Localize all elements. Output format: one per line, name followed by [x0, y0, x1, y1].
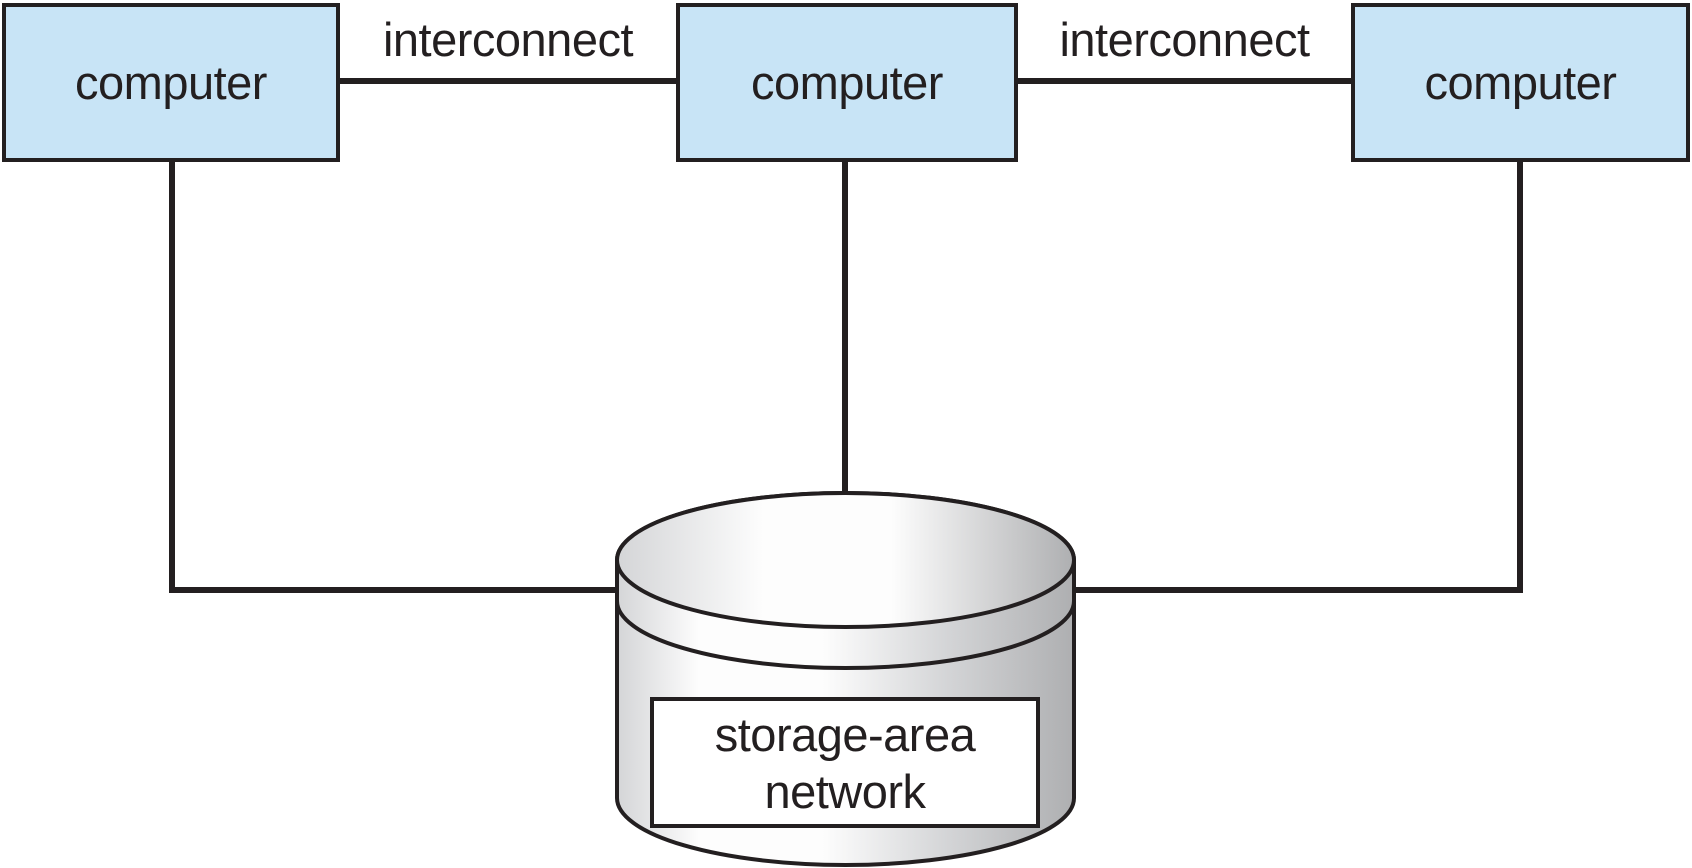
computer-node-3: computer — [1351, 3, 1690, 162]
cylinder-rim-arc — [615, 600, 1076, 670]
storage-link-middle-vertical — [842, 162, 848, 500]
storage-link-right-horizontal — [1060, 587, 1523, 593]
storage-label-box: storage-area network — [650, 697, 1040, 828]
interconnect-line-1 — [340, 78, 676, 84]
interconnect-line-2 — [1018, 78, 1351, 84]
computer-node-1-label: computer — [75, 56, 267, 109]
computer-node-1: computer — [2, 3, 340, 162]
storage-link-right-vertical — [1517, 162, 1523, 593]
interconnect-label-2: interconnect — [1059, 13, 1310, 66]
storage-label-line2: network — [764, 764, 926, 818]
computer-node-3-label: computer — [1424, 56, 1617, 109]
cylinder-top-ellipse — [615, 491, 1076, 629]
computer-node-2-label: computer — [751, 56, 943, 109]
interconnect-label-1: interconnect — [382, 13, 634, 66]
computer-node-2: computer — [676, 3, 1018, 162]
storage-label-line1: storage-area — [714, 707, 976, 761]
storage-link-left-horizontal — [169, 587, 630, 593]
storage-link-left-vertical — [169, 162, 175, 593]
